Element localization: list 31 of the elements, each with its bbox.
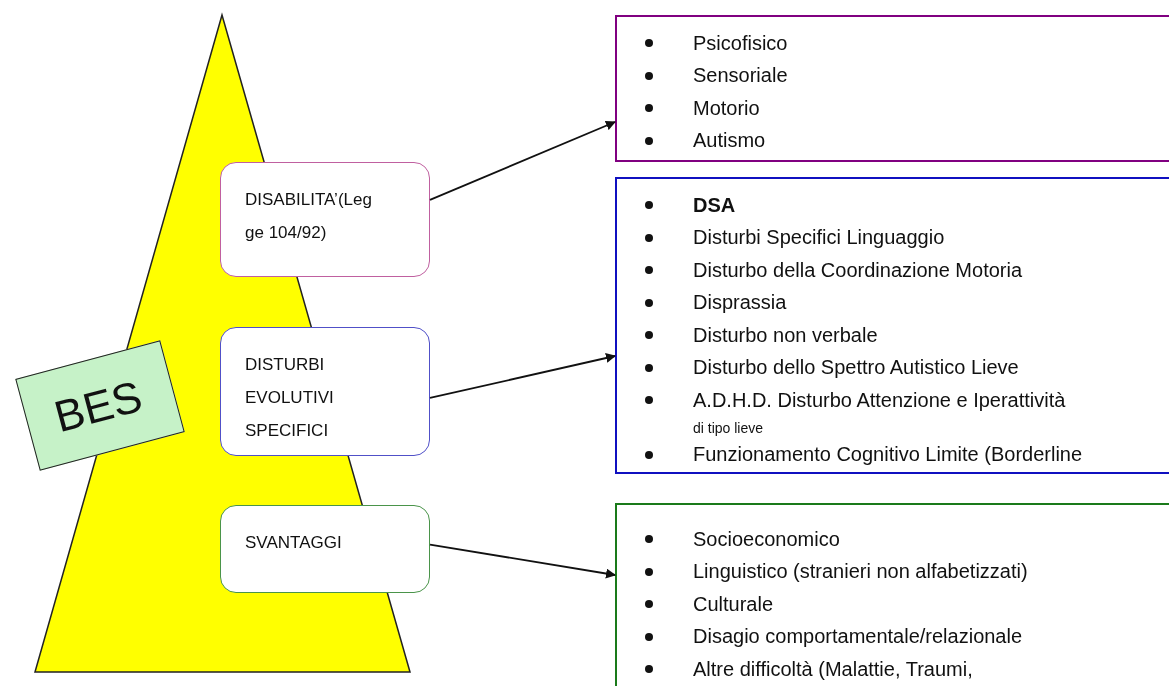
list-item: Disturbo della Coordinazione Motoria xyxy=(693,258,1023,282)
category-box xyxy=(220,327,430,456)
list-item: Sensoriale xyxy=(693,64,788,88)
category-box xyxy=(220,162,430,277)
list-item: DSA xyxy=(693,193,736,217)
list-box xyxy=(615,15,1169,162)
arrow xyxy=(429,120,616,201)
list-item: A.D.H.D. Disturbo Attenzione e Iperattività xyxy=(693,388,1066,412)
list-item: Disturbi Specifici Linguaggio xyxy=(693,226,945,250)
title-text: BES xyxy=(49,370,148,442)
list-item: Disprassia xyxy=(693,291,787,315)
list-item: Disagio comportamentale/relazionale xyxy=(693,625,1023,649)
list-box xyxy=(615,177,1169,474)
list-item: Culturale xyxy=(693,592,774,616)
list-item: Linguistico (stranieri non alfabetizzati) xyxy=(693,560,1028,584)
list-item: Funzionamento Cognitivo Limite (Borderline xyxy=(693,443,1083,467)
list-item: Motorio xyxy=(693,96,760,120)
arrow xyxy=(429,353,616,399)
category-label: DISTURBI EVOLUTIVI SPECIFICI xyxy=(245,354,335,442)
category-box xyxy=(220,505,430,593)
category-label: SVANTAGGI xyxy=(245,532,343,554)
list-box xyxy=(615,503,1169,686)
list-item: Socioeconomico xyxy=(693,527,840,551)
list-item: Disturbo non verbale xyxy=(693,323,878,347)
arrow xyxy=(429,543,616,579)
list-item: Autismo xyxy=(693,129,766,153)
list-item: Psicofisico xyxy=(693,31,788,55)
category-label: DISABILITA’(Leg ge 104/92) xyxy=(245,189,373,244)
list-item: Altre difficoltà (Malattie, Traumi, xyxy=(693,657,973,681)
list-item: Disturbo dello Spettro Autistico Lieve xyxy=(693,356,1019,380)
list-item: di tipo lieve xyxy=(693,419,764,436)
